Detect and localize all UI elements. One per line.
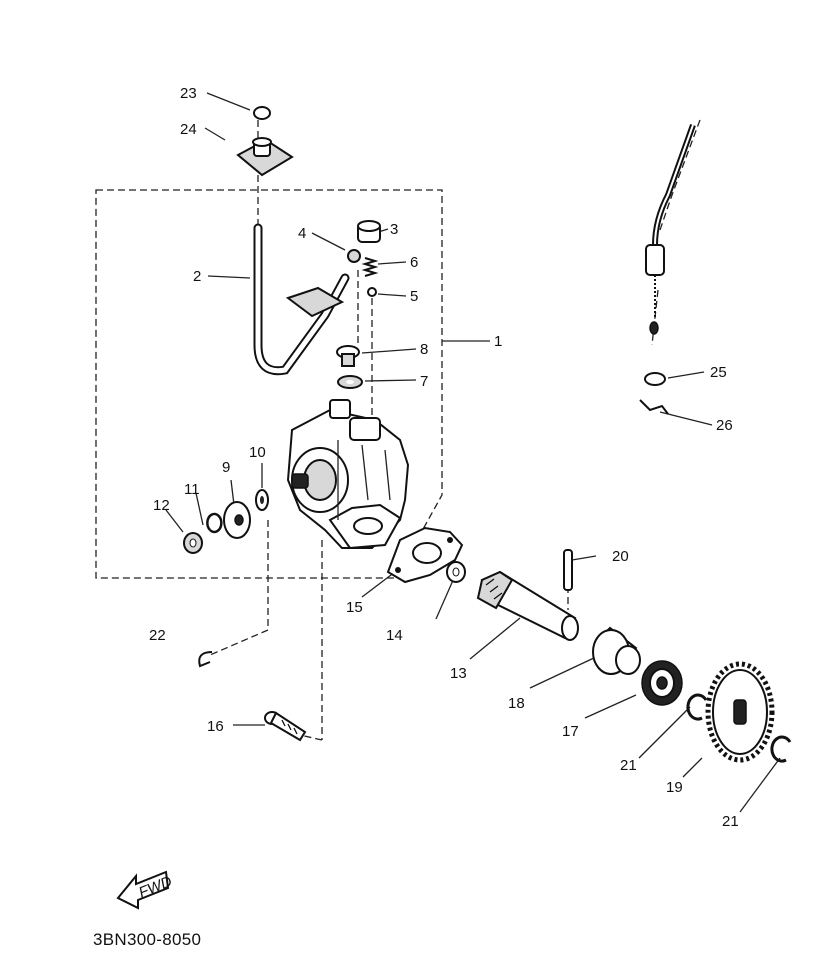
part-11-circlip — [206, 512, 223, 534]
part-5-ball — [367, 287, 377, 297]
part-1-oil-pump-body — [286, 399, 410, 550]
part-26-clip — [639, 399, 669, 415]
callout-9: 9 — [222, 459, 230, 476]
callout-17: 17 — [562, 723, 579, 740]
callout-18: 18 — [508, 695, 525, 712]
callout-labels: 23 24 2 4 3 6 5 8 1 7 9 10 11 12 20 15 1… — [149, 85, 739, 830]
callout-19: 19 — [666, 779, 683, 796]
part-12-nut — [183, 532, 203, 554]
leader-lines — [165, 92, 781, 813]
diagram-code: 3BN300-8050 — [93, 930, 202, 949]
part-24-grommet — [236, 137, 294, 177]
part-3-plug-bolt — [357, 220, 381, 243]
part-10-washer — [255, 489, 269, 511]
part-17-bearing — [641, 660, 683, 706]
part-18-collar — [592, 626, 641, 675]
part-23-cap — [253, 106, 271, 120]
part-19-gear — [705, 661, 775, 763]
callout-5: 5 — [410, 288, 418, 305]
part-13-drive-shaft — [476, 570, 579, 641]
part-25-stopper — [644, 372, 666, 386]
part-16-bolt — [264, 711, 307, 742]
callout-12: 12 — [153, 497, 170, 514]
callout-20: 20 — [612, 548, 629, 565]
callout-24: 24 — [180, 121, 197, 138]
part-7-washer — [337, 375, 363, 389]
callout-13: 13 — [450, 665, 467, 682]
part-21-circlip-a — [686, 693, 708, 721]
callout-14: 14 — [386, 627, 403, 644]
callout-11: 11 — [184, 481, 200, 498]
part-6-spring — [361, 257, 379, 277]
callout-15: 15 — [346, 599, 363, 616]
part-15-gasket — [386, 526, 464, 584]
part-8-screw — [336, 345, 360, 367]
fwd-label: FWD — [136, 873, 174, 902]
part-22-pin — [198, 651, 213, 668]
callout-21b: 21 — [722, 813, 739, 830]
callout-8: 8 — [420, 341, 428, 358]
callout-16: 16 — [207, 718, 224, 735]
pump-cable — [645, 123, 696, 335]
callout-1: 1 — [494, 333, 502, 350]
part-4-gasket — [347, 249, 361, 263]
callout-4: 4 — [298, 225, 306, 242]
callout-3: 3 — [390, 221, 398, 238]
part-9-plate — [223, 501, 251, 539]
part-21-circlip-b — [770, 735, 792, 763]
fwd-arrow-icon: FWD — [116, 870, 175, 910]
part-14-washer — [446, 561, 466, 583]
callout-10: 10 — [249, 444, 266, 461]
callout-22: 22 — [149, 627, 166, 644]
part-2-pipe — [253, 223, 350, 376]
callout-6: 6 — [410, 254, 418, 271]
part-20-pin — [563, 549, 573, 591]
callout-25: 25 — [710, 364, 727, 381]
callout-26: 26 — [716, 417, 733, 434]
callout-21a: 21 — [620, 757, 637, 774]
callout-23: 23 — [180, 85, 197, 102]
callout-7: 7 — [420, 373, 428, 390]
callout-2: 2 — [193, 268, 201, 285]
